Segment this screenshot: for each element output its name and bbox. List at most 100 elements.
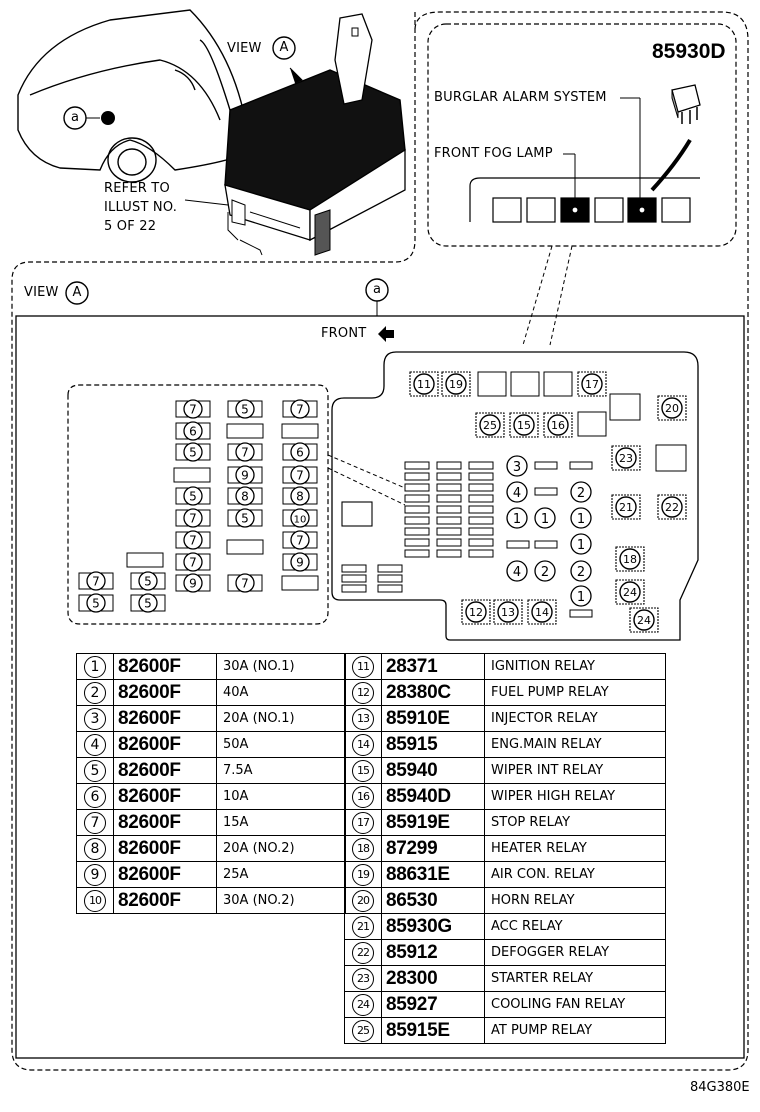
ref-number: 18 [352,838,374,860]
fuse-number: 8 [296,490,304,504]
refer-line-3: 5 OF 22 [104,219,157,234]
relay-slot: 24 [615,579,645,605]
ref-number: 14 [352,734,374,756]
fuse-slot: 5 [175,442,211,462]
fuse-slot: 9 [175,573,211,593]
part-description: 20A (NO.1) [216,705,346,732]
main-fuse-block-outline [331,351,699,641]
main-frame [15,315,745,1059]
empty-slot [510,371,540,397]
view-a-circle-top [272,36,296,60]
empty-slot [569,461,593,470]
fuse-number: 7 [92,575,100,589]
part-description: DEFOGGER RELAY [484,939,666,966]
ref-number-cell: 20 [344,887,382,914]
fuse-slot: 10 [282,508,318,528]
part-description: WIPER HIGH RELAY [484,783,666,810]
fuse-number: 2 [577,486,585,501]
fuse-number: 7 [296,534,304,548]
part-number: 85919E [381,809,485,836]
fuse-number: 5 [241,512,249,526]
part-description: INJECTOR RELAY [484,705,666,732]
part-number: 82600F [113,809,217,836]
part-description: HORN RELAY [484,887,666,914]
part-number: 85940D [381,783,485,810]
empty-slot [226,539,264,555]
ref-number: 21 [352,916,374,938]
fuse-number: 4 [513,565,521,580]
empty-slot [534,461,558,470]
view-letter-main: A [72,285,82,300]
fuse-number: 6 [189,425,197,439]
ref-number-cell: 14 [344,731,382,758]
ref-number: 25 [352,1020,374,1042]
relay-number: 12 [469,606,483,619]
relay-number: 23 [619,452,633,465]
fuse-slot: 7 [175,552,211,572]
part-description: COOLING FAN RELAY [484,991,666,1018]
relay-number: 21 [619,501,633,514]
ref-number: 23 [352,968,374,990]
empty-slot [404,505,430,514]
part-number: 85930G [381,913,485,940]
empty-slot [436,538,462,547]
ref-number: 11 [352,656,374,678]
fuse-number: 5 [92,597,100,611]
part-description: 40A [216,679,346,706]
relay-slot: 18 [615,546,645,572]
part-number: 28300 [381,965,485,992]
ref-number-cell: 2 [76,679,114,706]
empty-slot [281,575,319,591]
burglar-alarm-label: BURGLAR ALARM SYSTEM [434,90,607,105]
part-number: 85915E [381,1017,485,1044]
front-label: FRONT [321,326,367,341]
ref-number-cell: 18 [344,835,382,862]
part-number: 85927 [381,991,485,1018]
fuse-number: 7 [296,469,304,483]
ref-number-cell: 17 [344,809,382,836]
empty-slot [173,467,211,483]
ref-number-cell: 12 [344,679,382,706]
part-number: 86530 [381,887,485,914]
relay-slot: 13 [493,599,523,625]
part-description: FUEL PUMP RELAY [484,679,666,706]
relay-slot: 17 [577,371,607,397]
fuse-number: 6 [296,446,304,460]
fuse-number: 5 [144,597,152,611]
figure-code: 84G380E [690,1080,750,1095]
empty-slot [534,540,558,549]
part-description: STARTER RELAY [484,965,666,992]
empty-slot [468,472,494,481]
fuse-number: 8 [241,490,249,504]
empty-slot [436,483,462,492]
relay-number: 18 [623,553,637,566]
fuse-slot: 8 [227,486,263,506]
empty-slot [477,371,507,397]
part-description: HEATER RELAY [484,835,666,862]
relay-85930d-illustration [650,84,701,192]
part-number: 85912 [381,939,485,966]
ref-number: 10 [84,890,106,912]
ref-number: 3 [84,707,106,730]
relay-slot: 25 [475,412,505,438]
relay-number: 25 [483,419,497,432]
fuse-slot: 7 [175,508,211,528]
ref-number: 13 [352,708,374,730]
view-a-label-top: VIEW [227,41,262,56]
ref-number-cell: 22 [344,939,382,966]
part-number: 82600F [113,705,217,732]
fuse-number: 7 [189,556,197,570]
ref-number: 2 [84,681,106,704]
fuse-number: 2 [577,565,585,580]
part-number: 82600F [113,783,217,810]
